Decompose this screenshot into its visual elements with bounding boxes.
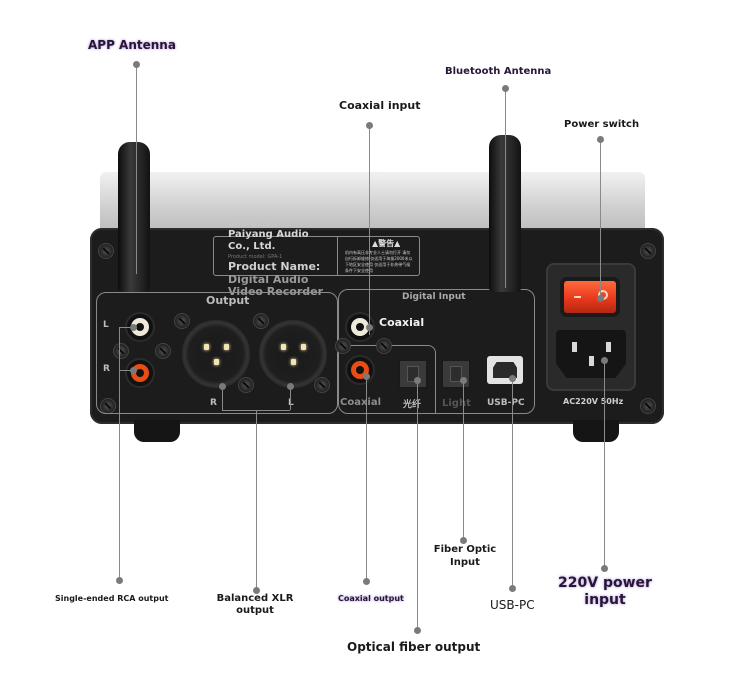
switch-on-icon — [574, 296, 581, 298]
callout-bluetooth-antenna: Bluetooth Antenna — [445, 66, 552, 77]
leader-dot — [597, 136, 604, 143]
optical-output-label: 光纤 — [403, 400, 422, 410]
leader-line — [256, 410, 257, 590]
callout-xlr-output: Balanced XLR output — [216, 593, 294, 616]
leader-dot — [253, 587, 260, 594]
callout-power-input: 220V power input — [558, 575, 652, 608]
iec-power-inlet — [556, 330, 626, 378]
leader-dot — [287, 383, 294, 390]
optical-output-port — [398, 359, 428, 389]
chassis-top — [100, 172, 645, 232]
rca-output-right — [125, 358, 155, 388]
screw-icon — [113, 343, 129, 359]
xlr-output-left — [259, 320, 327, 388]
callout-rca-output: Single-ended RCA output — [55, 594, 169, 603]
xlr-right-label: R — [210, 398, 217, 408]
callout-optical-fiber-output: Optical fiber output — [347, 640, 481, 654]
app-antenna — [118, 142, 150, 292]
callout-fiber-optic-input: Fiber Optic Input — [433, 544, 497, 568]
warning-text: 机内有高压非专业人士请勿打开 请勿自行拆卸维修 仅适用于海拔2000米以下地区安… — [345, 250, 413, 273]
leader-line — [463, 380, 464, 540]
product-name-label: Product Name: — [228, 260, 321, 273]
product-name-line1: Digital Audio — [228, 273, 309, 286]
leader-dot — [509, 375, 516, 382]
leader-dot — [414, 377, 421, 384]
leader-line — [119, 370, 133, 371]
leader-dot — [366, 122, 373, 129]
leader-dot — [130, 324, 137, 331]
leader-dot — [601, 357, 608, 364]
usb-label: USB-PC — [487, 398, 525, 408]
coaxial-output-jack — [345, 355, 375, 385]
coaxial-input-jack — [345, 312, 375, 342]
output-section-border — [96, 292, 338, 414]
screw-icon — [174, 313, 190, 329]
screw-icon — [640, 243, 656, 259]
product-name-line2: Video Recorder — [228, 285, 324, 298]
leader-line — [604, 360, 605, 568]
leader-line — [136, 64, 137, 274]
coaxial-input-label: Coaxial — [379, 316, 425, 329]
warning-icon: ▲警告▲ — [372, 239, 401, 248]
screw-icon — [376, 338, 392, 354]
screw-icon — [98, 243, 114, 259]
manufacturer-line1: Shenzhen — [228, 218, 278, 229]
leader-dot — [597, 295, 604, 302]
optical-input-label: Light — [442, 398, 471, 409]
power-switch[interactable] — [564, 281, 616, 313]
leader-line — [369, 125, 370, 335]
leader-dot — [133, 61, 140, 68]
xlr-output-right — [182, 320, 250, 388]
screw-icon — [640, 398, 656, 414]
rca-left-label: L — [103, 320, 109, 330]
leader-dot — [116, 577, 123, 584]
callout-coaxial-input: Coaxial input — [339, 99, 421, 112]
manufacturer-line3: Co., Ltd. — [228, 241, 276, 252]
manufacturer-line2: Paiyang Audio — [228, 229, 309, 240]
leader-dot — [363, 373, 370, 380]
screw-icon — [335, 338, 351, 354]
callout-power-switch: Power switch — [564, 119, 640, 130]
leader-dot — [460, 377, 467, 384]
label-plate — [213, 236, 420, 276]
leader-dot — [601, 565, 608, 572]
leader-dot — [219, 383, 226, 390]
leader-line — [600, 139, 601, 299]
leader-line — [417, 380, 418, 630]
optical-input-port — [441, 359, 471, 389]
screw-icon — [253, 313, 269, 329]
usb-b-port — [487, 356, 523, 384]
foot-right — [573, 420, 619, 442]
digital-input-section-label: Digital Input — [402, 292, 466, 302]
screw-icon — [155, 343, 171, 359]
screw-icon — [314, 377, 330, 393]
coaxial-output-label: Coaxial — [340, 397, 382, 408]
leader-dot — [363, 578, 370, 585]
foot-left — [134, 420, 180, 442]
label-plate-divider — [337, 236, 338, 276]
warning-title: 警告 — [378, 239, 395, 248]
leader-dot — [509, 585, 516, 592]
leader-line — [119, 327, 120, 580]
leader-line — [366, 377, 367, 581]
leader-line — [222, 385, 223, 410]
model-line: Product model: GPA-1 — [228, 254, 283, 260]
callout-usb-pc: USB-PC — [490, 598, 535, 612]
leader-line — [512, 378, 513, 588]
callout-app-antenna: APP Antenna — [88, 38, 176, 52]
leader-line — [505, 88, 506, 288]
leader-dot — [460, 537, 467, 544]
power-rating: AC220V 50Hz — [563, 397, 624, 406]
output-section-label: Output — [206, 294, 250, 307]
rca-right-label: R — [103, 364, 110, 374]
callout-coaxial-output: Coaxial output — [338, 594, 404, 603]
leader-dot — [414, 627, 421, 634]
leader-dot — [130, 367, 137, 374]
leader-dot — [502, 85, 509, 92]
leader-dot — [366, 324, 373, 331]
leader-line — [119, 327, 133, 328]
leader-line — [290, 385, 291, 410]
screw-icon — [238, 377, 254, 393]
